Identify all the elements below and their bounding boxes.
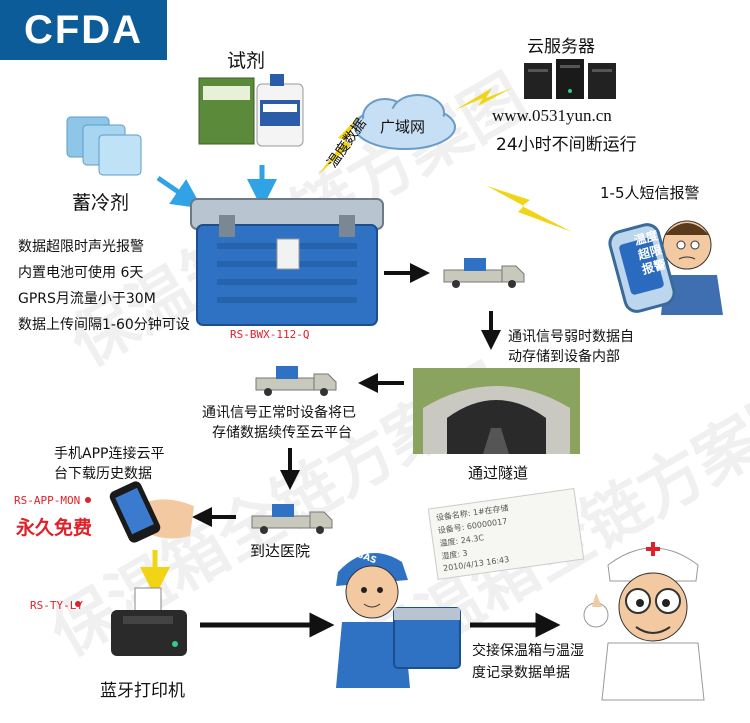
- red-dot-marker: [85, 497, 91, 503]
- tunnel-icon: [413, 368, 580, 454]
- app-text: 台下载历史数据: [54, 466, 152, 482]
- server-rack-icon: [524, 59, 616, 99]
- doctor-illustration: [578, 535, 728, 701]
- printer-image: [105, 586, 195, 661]
- tunnel-image: [413, 368, 580, 454]
- hand-holding-phone-icon: [109, 481, 194, 543]
- red-dot-marker: [75, 601, 81, 607]
- sms-alarm-illustration: [605, 205, 725, 315]
- reagent-label: 试剂: [227, 50, 266, 72]
- box-feature: 数据超限时声光报警: [18, 239, 144, 255]
- cloud-server-title: 云服务器: [527, 37, 595, 57]
- bluetooth-printer-icon: [111, 587, 187, 656]
- app-model-label: RS-APP-MON: [14, 494, 81, 507]
- phone-image: [109, 476, 195, 546]
- wan-label: 广域网: [380, 118, 426, 136]
- insulated-box-icon: [190, 198, 384, 326]
- lightning-bolt-icon: [318, 115, 360, 175]
- worker-illustration: [328, 540, 468, 690]
- free-label: 永久免费: [16, 517, 93, 539]
- box-model-label: RS-BWX-112-Q: [230, 328, 310, 341]
- coolant-label: 蓄冷剂: [72, 192, 130, 214]
- normal-signal-text: 存储数据续传至云平台: [212, 425, 352, 441]
- doctor-icon: [583, 542, 705, 701]
- printer-label: 蓝牙打印机: [100, 681, 185, 701]
- weak-signal-text: 通讯信号弱时数据自: [508, 329, 634, 345]
- insulated-box-image: [187, 195, 387, 330]
- worried-man-with-phone-icon: [608, 220, 723, 315]
- box-feature: 内置电池可使用 6天: [18, 265, 144, 281]
- cloud-server-url: www.0531yun.cn: [492, 106, 612, 125]
- sms-alarm-label: 1-5人短信报警: [600, 184, 700, 202]
- lightning-bolt-icon: [487, 186, 572, 232]
- cloud-icon: [354, 94, 456, 150]
- delivery-worker-icon: [336, 553, 461, 688]
- truck-icon: [251, 504, 333, 534]
- hospital-label: 到达医院: [250, 542, 311, 560]
- cloud-server-uptime: 24小时不间断运行: [496, 135, 637, 155]
- handover-text: 交接保温箱与温湿: [472, 643, 584, 659]
- printer-model-label: RS-TY-LY: [30, 599, 83, 612]
- box-feature: 数据上传间隔1-60分钟可设: [18, 317, 190, 333]
- app-text: 手机APP连接云平: [54, 446, 165, 462]
- reagent-image: [195, 72, 310, 150]
- truck-icon: [443, 258, 525, 288]
- lightning-bolt-icon: [455, 88, 512, 110]
- handover-text: 度记录数据单据: [472, 665, 570, 681]
- cfda-logo-text: CFDA: [23, 8, 144, 52]
- box-feature: GPRS月流量小于30M: [18, 291, 156, 307]
- ice-packs-icon: [66, 116, 142, 176]
- tunnel-label: 通过隧道: [468, 464, 529, 482]
- truck-icon: [255, 366, 337, 396]
- weak-signal-text: 动存储到设备内部: [508, 349, 620, 365]
- reagent-bottles-icon: [198, 74, 304, 147]
- coolant-image: [65, 115, 145, 180]
- cfda-logo: CFDA: [0, 0, 167, 60]
- normal-signal-text: 通讯信号正常时设备将已: [202, 405, 356, 421]
